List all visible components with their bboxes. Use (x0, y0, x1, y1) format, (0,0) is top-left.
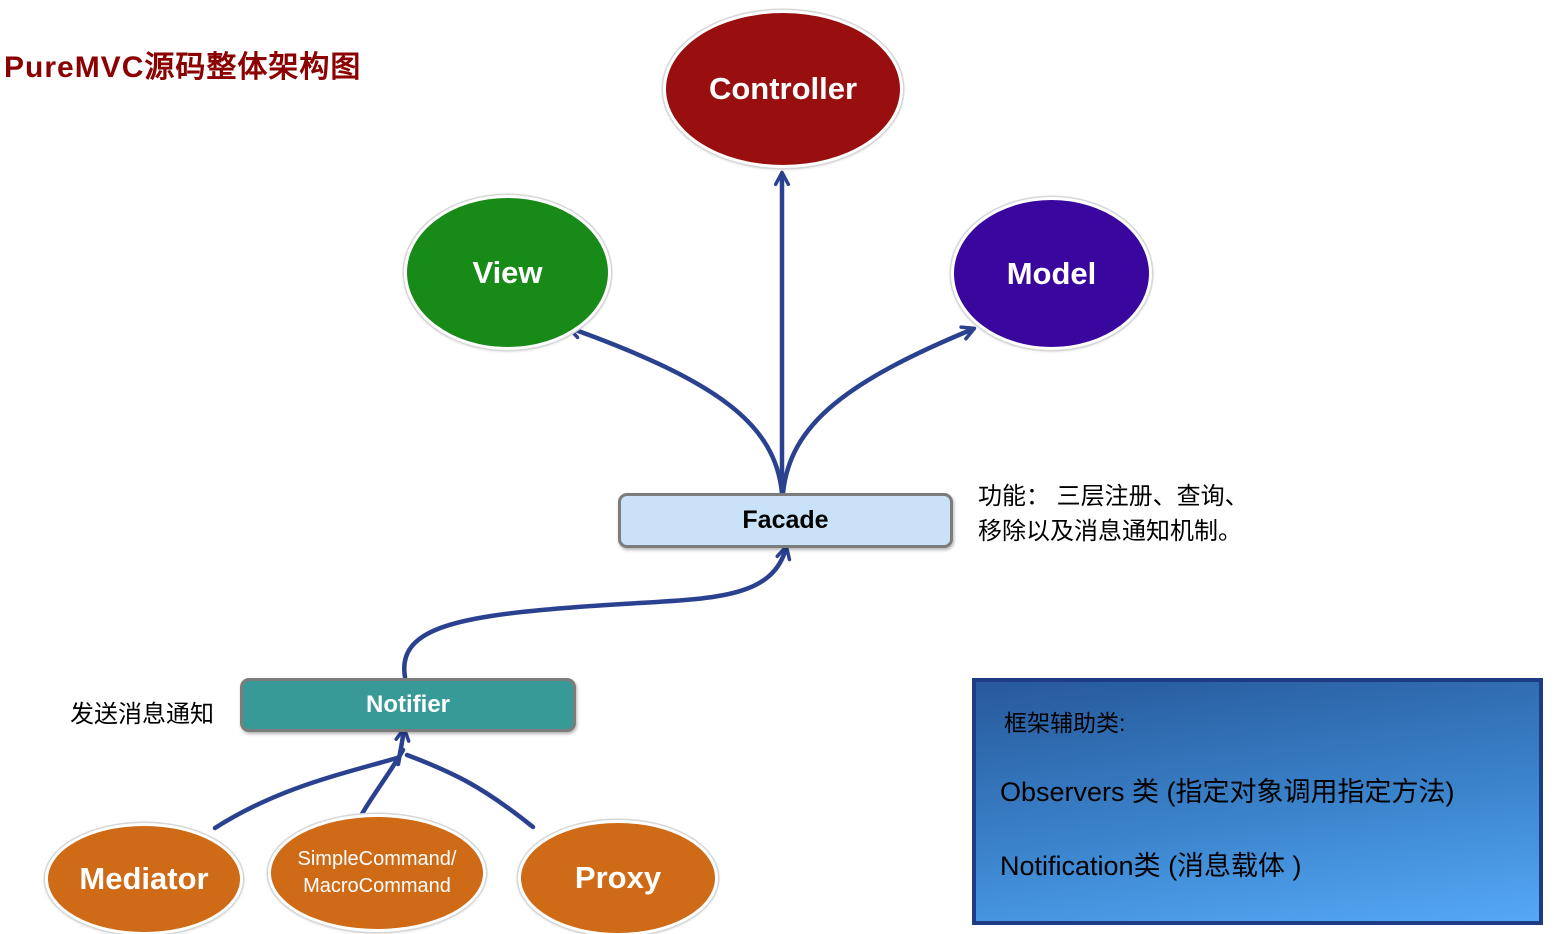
model-node: Model (951, 197, 1152, 350)
helper-box-title: 框架辅助类: (1004, 710, 1126, 736)
diagram-title: PureMVC源码整体架构图 (4, 51, 362, 84)
line-proxy-to-notifier (404, 752, 536, 830)
proxy-label: Proxy (574, 860, 662, 895)
arrow-junction-to-notifier (394, 726, 411, 767)
command-label-line2: MacroCommand (303, 875, 451, 897)
view-label: View (472, 254, 543, 290)
facade-note-line2: 移除以及消息通知机制。 (978, 518, 1242, 545)
command-node: SimpleCommand/ MacroCommand (268, 814, 486, 932)
view-node: View (404, 195, 611, 350)
line-mediator-to-notifier (212, 755, 400, 831)
arrow-facade-to-model (780, 325, 977, 496)
proxy-node: Proxy (518, 820, 718, 934)
notifier-send-note: 发送消息通知 (70, 701, 214, 728)
helper-box-notification-item: Notification类 (消息载体 ) (1000, 851, 1302, 881)
facade-label: Facade (742, 506, 829, 534)
controller-label: Controller (708, 71, 858, 106)
command-label-line1: SimpleCommand/ (297, 848, 457, 870)
controller-node: Controller (663, 10, 903, 168)
arrow-notifier-to-facade (401, 544, 792, 680)
mediator-node: Mediator (45, 823, 243, 934)
helper-box-observers-item: Observers 类 (指定对象调用指定方法) (1000, 777, 1455, 807)
notifier-label: Notifier (366, 691, 450, 718)
facade-node: Facade (618, 493, 953, 548)
model-label: Model (1006, 255, 1097, 291)
arrow-facade-to-view (566, 323, 785, 496)
helper-classes-box: 框架辅助类: Observers 类 (指定对象调用指定方法) Notifica… (972, 678, 1543, 925)
notifier-node: Notifier (240, 678, 576, 732)
mediator-label: Mediator (79, 861, 209, 896)
facade-function-note: 功能： 三层注册、查询、 移除以及消息通知机制。 (978, 479, 1249, 549)
facade-note-line1: 功能： 三层注册、查询、 (978, 483, 1249, 510)
